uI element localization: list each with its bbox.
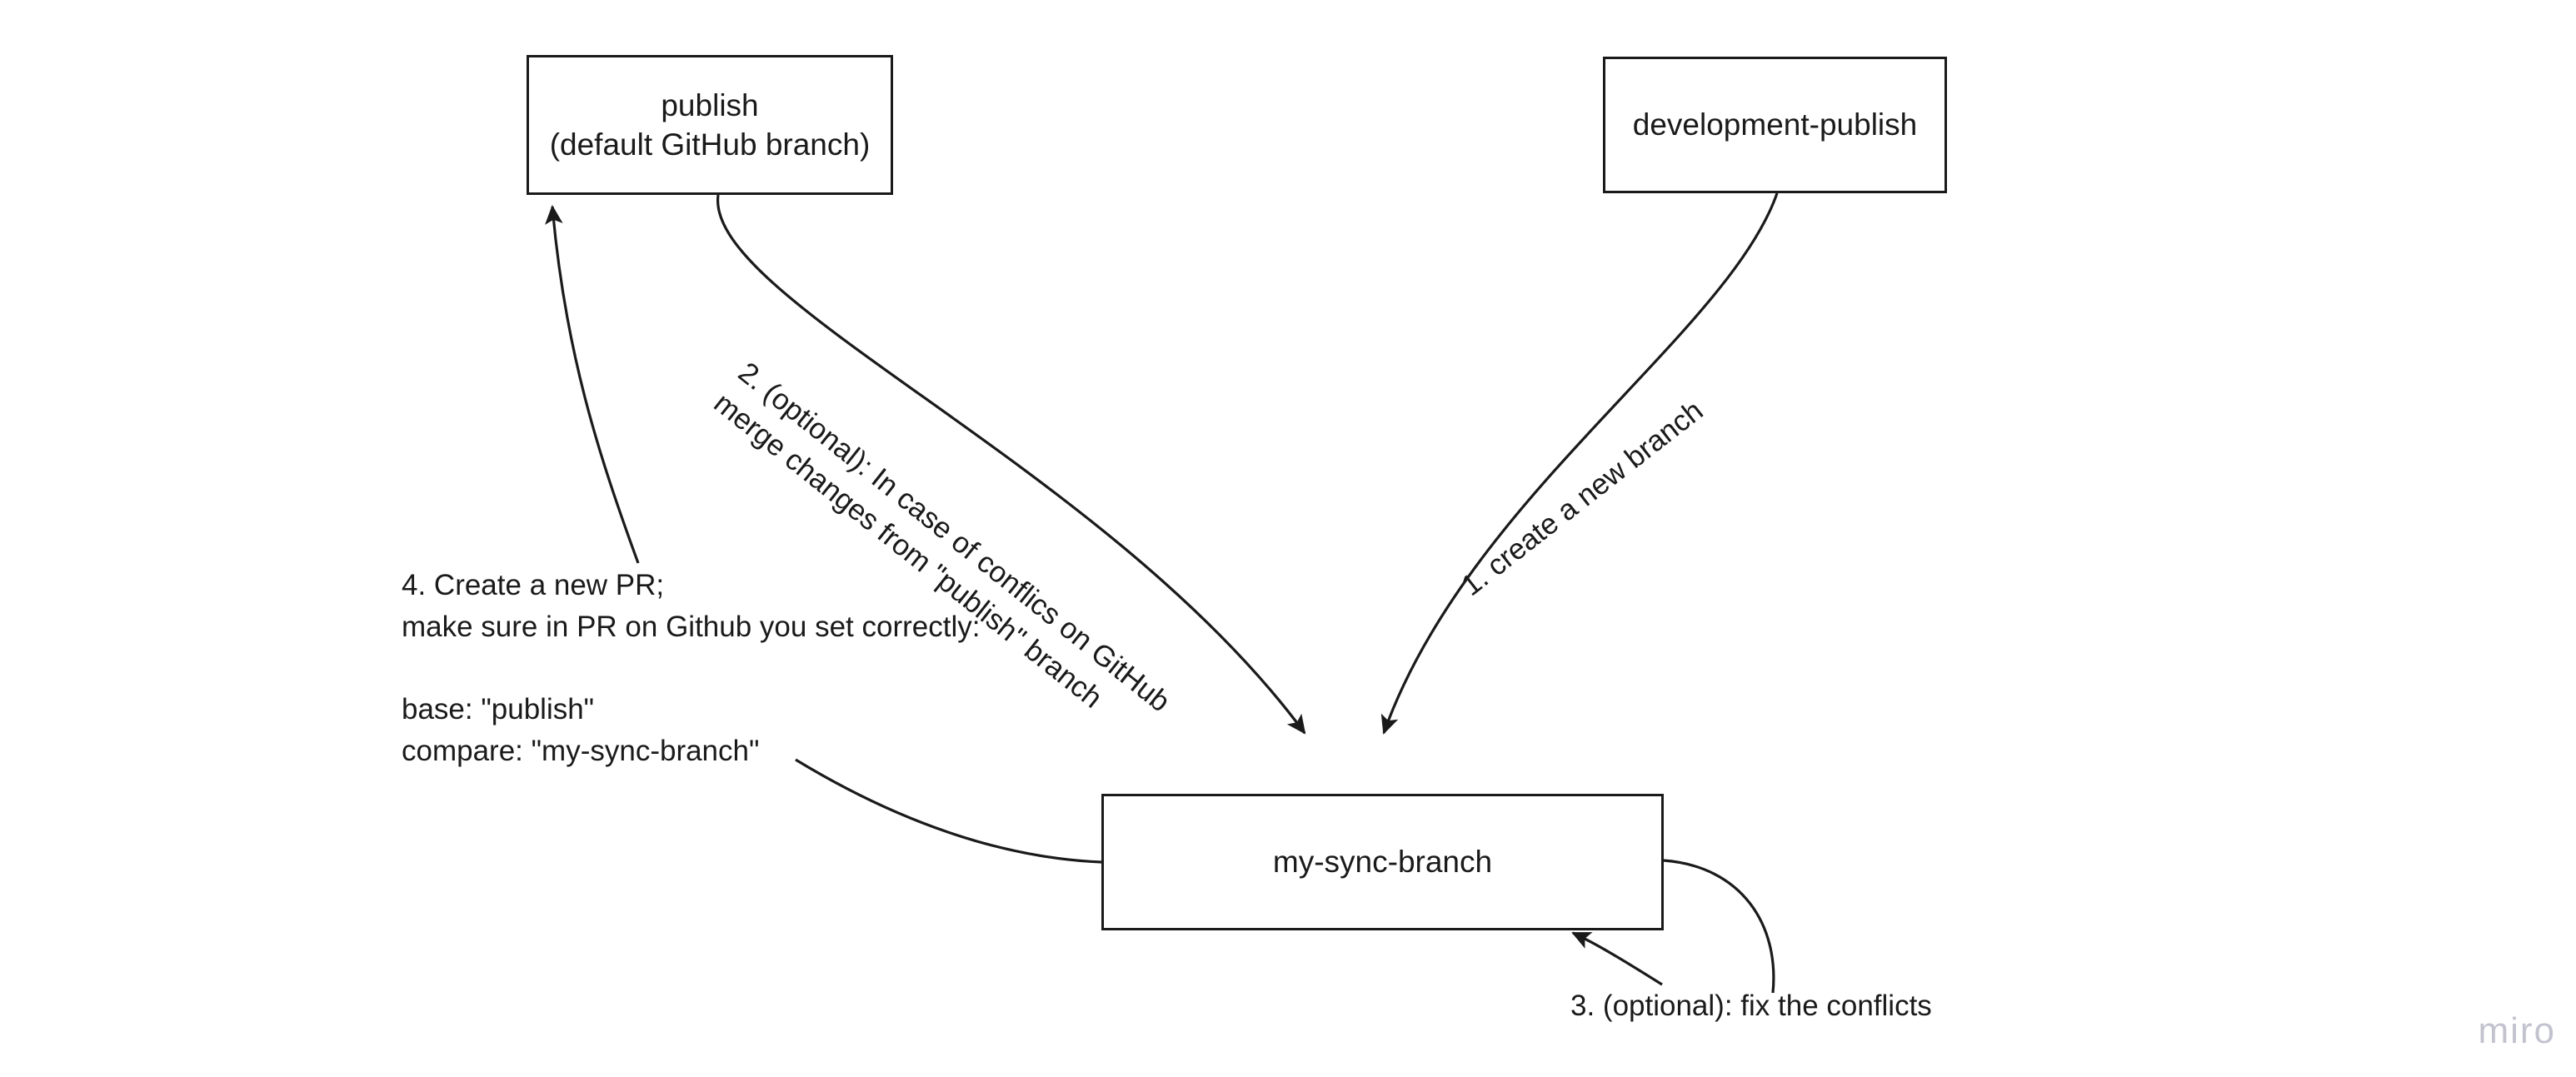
connector-mysync-to-publish-upper: [545, 205, 640, 564]
miro-watermark: miro: [2478, 1010, 2556, 1051]
node-development-publish[interactable]: development-publish: [1603, 57, 1947, 193]
edge-label-fix-conflicts[interactable]: 3. (optional): fix the conflicts: [1570, 990, 1932, 1022]
node-publish[interactable]: publish (default GitHub branch): [527, 55, 893, 195]
node-my-sync-branch[interactable]: my-sync-branch: [1101, 794, 1664, 930]
connector-mysync-self-loop-out: [1663, 859, 1775, 994]
note-create-pr[interactable]: 4. Create a new PR; make sure in PR on G…: [402, 569, 981, 767]
connector-devpublish-to-mysync: [1380, 192, 1779, 735]
edge-label-create-branch[interactable]: 1. create a new branch: [1455, 394, 1710, 603]
connector-mysync-self-loop-in: [1571, 931, 1663, 986]
connector-mysync-to-publish-lower: [795, 758, 1102, 864]
